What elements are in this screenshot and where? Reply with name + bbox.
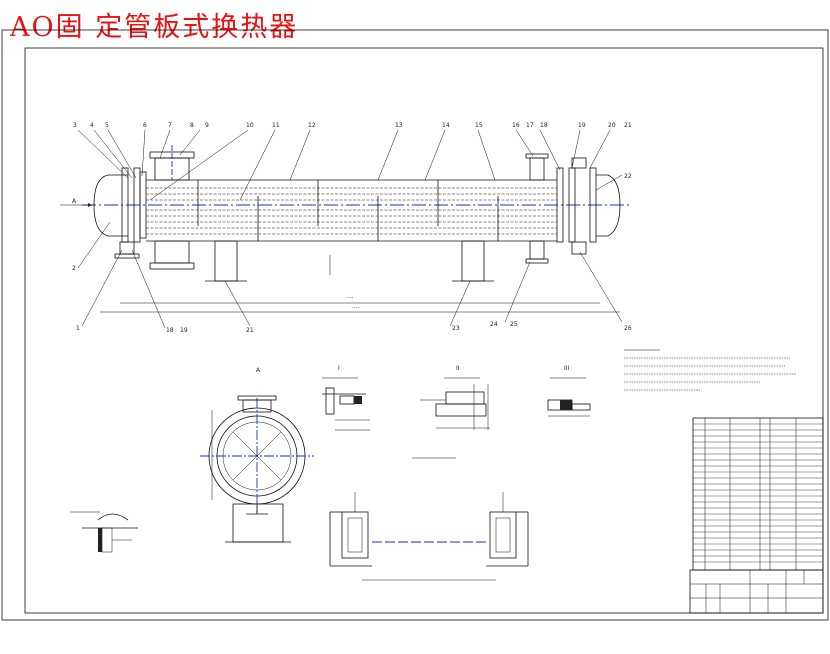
callout-19-bottom: 19: [180, 327, 188, 334]
callout-11: 11: [272, 122, 280, 129]
drawing-title: AO固 定管板式换热器: [10, 12, 299, 43]
parts-list: [692, 417, 824, 571]
end-view-a: A: [200, 367, 314, 543]
callout-6: 6: [143, 122, 147, 129]
callout-2: 2: [72, 265, 76, 272]
callout-3: 3: [73, 122, 77, 129]
title-block: [689, 569, 824, 614]
callout-9: 9: [205, 122, 209, 129]
inner-frame: [24, 47, 824, 614]
callout-5: 5: [105, 122, 109, 129]
callout-20: 20: [608, 122, 616, 129]
callout-21-bottom: 21: [246, 327, 254, 334]
view-a-label: A: [256, 367, 261, 374]
detail-i-label: I: [338, 365, 340, 372]
callout-10: 10: [246, 122, 254, 129]
detail-iii-label: III: [564, 365, 570, 372]
callout-18-bottom: 18: [166, 327, 174, 334]
detail-ii-label: II: [456, 365, 460, 372]
svg-text:····: ····: [346, 295, 354, 302]
callout-7: 7: [168, 122, 172, 129]
outer-frame: [1, 29, 829, 621]
callout-24: 24: [490, 321, 498, 328]
callout-8: 8: [190, 122, 194, 129]
detail-sections: I II III: [322, 365, 591, 431]
callout-23: 23: [452, 325, 460, 332]
callout-19: 19: [578, 122, 586, 129]
callout-numbers: 3 4 5 6 7 8 9 10 11 12 13 14 15 16 17 18…: [72, 122, 632, 334]
callout-21-top: 21: [624, 122, 632, 129]
callout-12: 12: [308, 122, 316, 129]
weld-detail: [70, 511, 138, 553]
view-arrow-a: A: [72, 198, 77, 205]
callout-4: 4: [90, 122, 94, 129]
callout-22: 22: [624, 173, 632, 180]
callout-26: 26: [624, 325, 632, 332]
callout-leaders: [77, 129, 623, 329]
callout-18: 18: [540, 122, 548, 129]
callout-25: 25: [510, 321, 518, 328]
callout-1: 1: [76, 325, 80, 332]
technical-notes: [624, 349, 796, 391]
exchanger-elevation: ···· ····: [60, 145, 632, 313]
callout-15: 15: [475, 122, 483, 129]
callout-16: 16: [512, 122, 520, 129]
callout-13: 13: [395, 122, 403, 129]
saddle-plan: [329, 457, 529, 581]
callout-17: 17: [526, 122, 534, 129]
svg-text:····: ····: [352, 305, 360, 312]
callout-14: 14: [442, 122, 450, 129]
